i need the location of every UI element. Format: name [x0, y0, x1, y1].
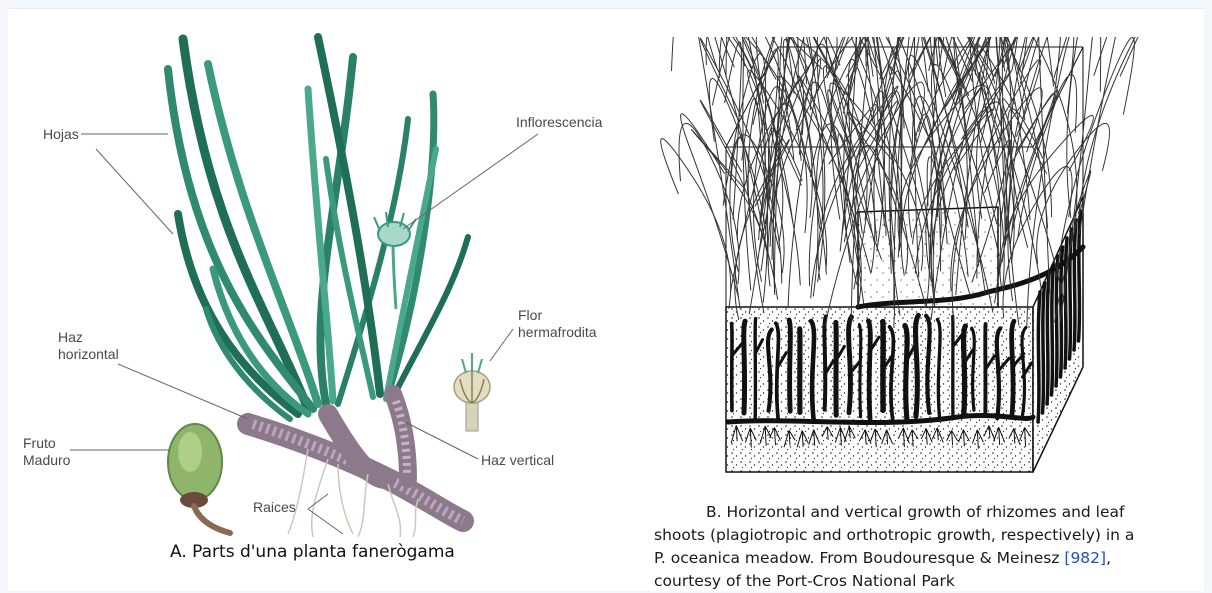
vertical-rhizome: [1074, 220, 1076, 350]
vertical-rhizome: [824, 316, 825, 409]
label-inflorescencia: Inflorescencia: [516, 114, 602, 131]
reference-link[interactable]: [982]: [1064, 549, 1106, 567]
ripe-fruit-drawing: [168, 424, 230, 533]
leaf-blade: [984, 37, 1052, 217]
leaf-blade: [1079, 37, 1119, 234]
label-raices: Raices: [253, 499, 296, 516]
vertical-rhizome: [744, 321, 745, 413]
label-flor-hermafrodita: Flor hermafrodita: [518, 307, 597, 341]
figure-b-caption: B. Horizontal and vertical growth of rhi…: [654, 501, 1212, 593]
label-haz-horizontal: Haz horizontal: [58, 329, 119, 363]
leaves: [168, 37, 468, 419]
vertical-rhizome: [964, 326, 966, 414]
label-fruto-maduro: Fruto Maduro: [23, 435, 70, 469]
vertical-rhizome: [1047, 274, 1049, 404]
vertical-rhizome: [916, 315, 919, 416]
vertical-rhizome: [1038, 292, 1040, 422]
caption-b-line-1: B. Horizontal and vertical growth of rhi…: [654, 501, 1212, 524]
vertical-rhizome: [1065, 238, 1067, 368]
caption-b-line-2: shoots (plagiotropic and orthotropic gro…: [654, 524, 1212, 547]
vertical-rhizome: [1052, 265, 1054, 395]
meadow-block-diagram: [658, 37, 1198, 482]
caption-b-line-3-end: ,: [1106, 549, 1111, 567]
vertical-rhizome: [859, 325, 860, 417]
label-hojas: Hojas: [43, 126, 79, 143]
caption-b-line-3-text: P. oceanica meadow. From Boudouresque & …: [654, 549, 1064, 567]
label-haz-vertical: Haz vertical: [481, 452, 554, 469]
vertical-rhizome: [1043, 283, 1045, 413]
caption-b-line-3: P. oceanica meadow. From Boudouresque & …: [654, 547, 1212, 570]
vertical-rhizome: [789, 320, 790, 411]
leaf-blade: [828, 90, 861, 273]
vertical-rhizome: [905, 325, 907, 418]
vertical-rhizome: [868, 321, 870, 419]
page: Hojas Inflorescencia Flor hermafrodita H…: [8, 8, 1204, 591]
figure-a-caption: A. Parts d'una planta fanerògama: [170, 542, 455, 562]
hermaphrodite-flower-drawing: [454, 353, 490, 431]
